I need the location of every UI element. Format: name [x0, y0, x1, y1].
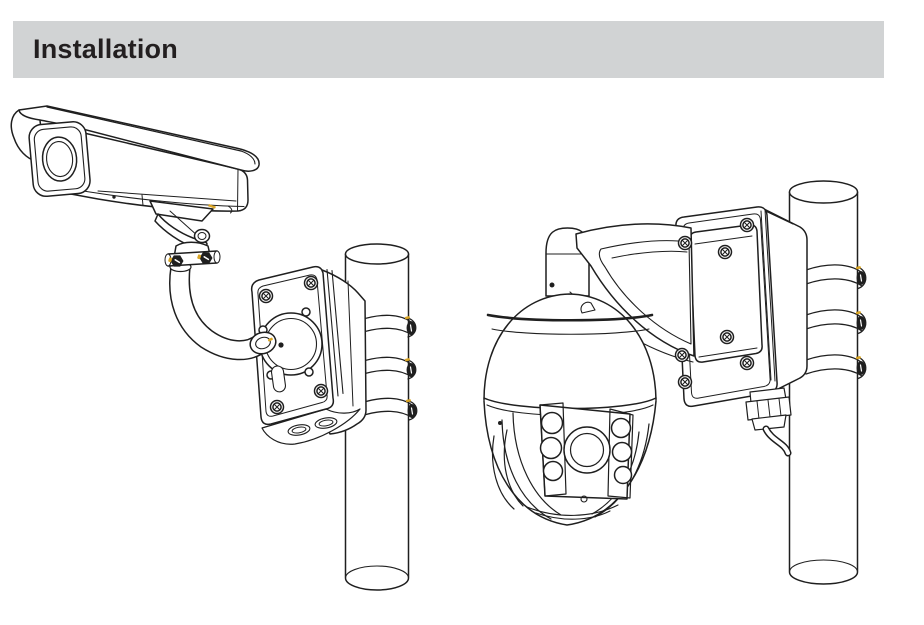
- gooseneck-bracket: [169, 261, 284, 361]
- figure-bullet-camera-pole-mount: [10, 105, 418, 591]
- lens: [563, 426, 611, 474]
- ptz-dome-camera: [483, 293, 657, 526]
- camera-module: [539, 402, 634, 500]
- camera-mount-bracket: [149, 200, 221, 268]
- figure-ptz-dome-pole-mount: [483, 180, 867, 585]
- pole-straps: [805, 264, 867, 380]
- section-header: Installation: [13, 21, 884, 78]
- junction-box: [675, 206, 808, 457]
- ir-illuminators: [539, 411, 633, 485]
- accent-marks: [168, 204, 861, 403]
- page-title: Installation: [33, 34, 178, 64]
- bullet-camera: [10, 105, 260, 268]
- bracket-wall-plate: [689, 224, 763, 363]
- cable-gland: [745, 387, 792, 431]
- lens: [28, 121, 91, 198]
- junction-box: [250, 265, 367, 445]
